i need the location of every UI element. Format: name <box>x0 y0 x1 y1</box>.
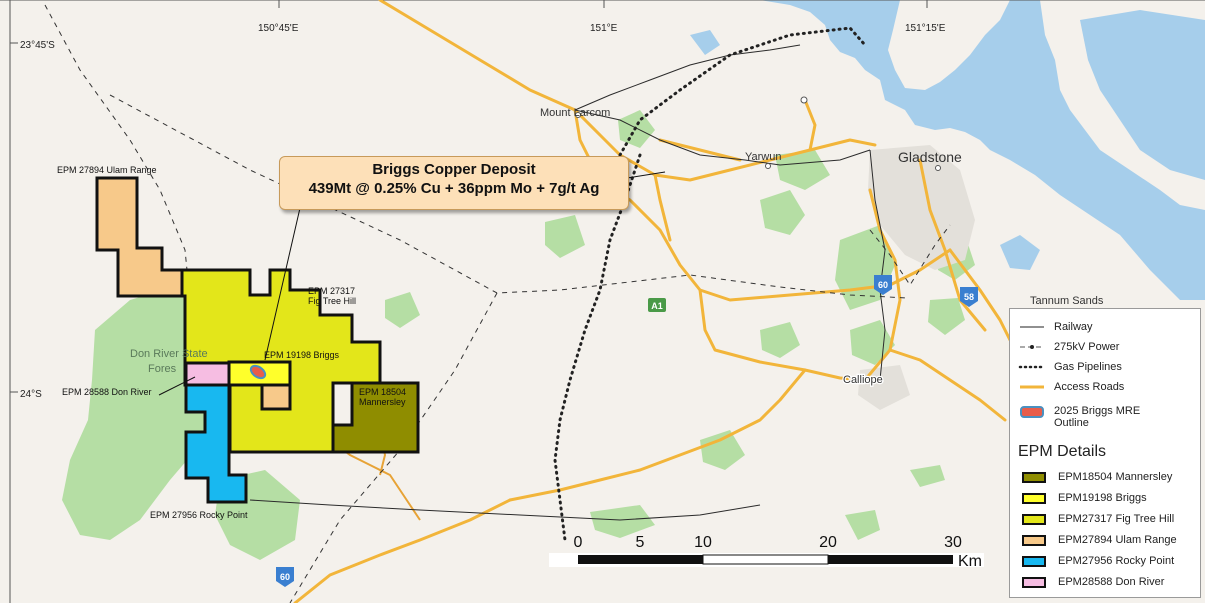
scale-bar: 0 5 10 20 30 Km <box>549 534 984 570</box>
legend-epm-item: EPM18504 Mannersley <box>1018 469 1172 485</box>
epm-swatch-icon <box>1022 534 1046 546</box>
epm-swatch-icon <box>1022 555 1046 567</box>
legend-epm-label: EPM27317 Fig Tree Hill <box>1058 513 1175 525</box>
gas-pipeline-icon <box>1018 365 1046 369</box>
railway-line-icon <box>1020 326 1044 328</box>
label-briggs: EPM 19198 Briggs <box>264 350 340 360</box>
label-fig-tree-1: EPM 27317 <box>308 286 355 296</box>
legend-roads-label: Access Roads <box>1054 381 1125 393</box>
legend-epm-label: EPM18504 Mannersley <box>1058 471 1173 483</box>
railways <box>249 44 886 521</box>
urban-areas <box>858 145 975 410</box>
town-markers <box>575 96 941 171</box>
place-don-river-forest-2: Fores <box>148 363 177 375</box>
legend-epm-label: EPM27894 Ulam Range <box>1058 534 1177 546</box>
tenements <box>95 176 420 504</box>
legend-mre-label-2: Outline <box>1054 417 1089 429</box>
legend-power: 275kV Power <box>1018 339 1119 355</box>
place-tannum-sands: Tannum Sands <box>1030 295 1104 307</box>
legend-mre-label-1: 2025 Briggs MRE <box>1054 405 1141 417</box>
place-labels: Mount Larcom Yarwun Gladstone Tannum San… <box>130 107 1104 387</box>
scale-tick-10: 10 <box>694 534 712 551</box>
shield-60-south-label: 60 <box>280 572 290 582</box>
label-fig-tree-2: Fig Tree Hill <box>308 296 356 306</box>
map-legend: Railway 275kV Power Gas Pipelines Access… <box>1009 308 1201 598</box>
legend-epm-label: EPM19198 Briggs <box>1058 492 1147 504</box>
shield-a1-label: A1 <box>651 301 663 311</box>
shield-58-label: 58 <box>964 292 974 302</box>
legend-gas-label: Gas Pipelines <box>1054 361 1122 373</box>
shield-58-icon: 58 <box>960 287 978 307</box>
legend-epm-item: EPM27956 Rocky Point <box>1018 553 1174 569</box>
legend-epm-label: EPM27956 Rocky Point <box>1058 555 1175 567</box>
label-mannersley-1: EPM 18504 <box>359 387 406 397</box>
place-yarwun: Yarwun <box>745 151 781 163</box>
graticule-labels: 150°45'E 151°E 151°15'E 23°45'S 24°S <box>20 23 946 400</box>
epm-briggs-ulam-patch <box>260 383 292 411</box>
lon-label-3: 151°15'E <box>905 23 946 34</box>
shield-60-south-icon: 60 <box>276 567 294 587</box>
water-bodies <box>690 0 1205 300</box>
power-line-icon <box>1020 345 1044 349</box>
road-line-icon <box>1020 385 1044 389</box>
lat-label-1: 23°45'S <box>20 40 55 51</box>
scale-unit: Km <box>958 553 982 570</box>
callout-grade: 439Mt @ 0.25% Cu + 36ppm Mo + 7g/t Ag <box>308 180 600 197</box>
legend-gas: Gas Pipelines <box>1018 359 1122 375</box>
lat-label-2: 24°S <box>20 389 42 400</box>
legend-epm-label: EPM28588 Don River <box>1058 576 1165 588</box>
label-don-river: EPM 28588 Don River <box>62 387 152 397</box>
leader-lines <box>158 171 666 396</box>
road-shields: A1 60 58 60 <box>276 275 978 587</box>
legend-power-label: 275kV Power <box>1054 341 1120 353</box>
legend-epm-item: EPM19198 Briggs <box>1018 490 1147 506</box>
tenement-labels: EPM 27894 Ulam Range EPM 27317 Fig Tree … <box>57 165 406 520</box>
legend-epm-item: EPM28588 Don River <box>1018 574 1164 590</box>
scale-tick-30: 30 <box>944 534 962 551</box>
epm-mannersley[interactable] <box>331 381 420 454</box>
label-mannersley-2: Mannersley <box>359 397 406 407</box>
place-gladstone: Gladstone <box>898 149 962 165</box>
shield-60-icon: 60 <box>874 275 892 295</box>
epm-swatch-icon <box>1022 471 1046 483</box>
place-mount-larcom: Mount Larcom <box>540 107 610 119</box>
scale-tick-5: 5 <box>636 534 645 551</box>
legend-railway: Railway <box>1018 319 1093 335</box>
scale-tick-0: 0 <box>574 534 583 551</box>
epm-rocky-point[interactable] <box>184 383 248 504</box>
epm-swatch-icon <box>1022 576 1046 588</box>
legend-mre: 2025 Briggs MRE Outline <box>1018 405 1140 433</box>
legend-epm-item: EPM27317 Fig Tree Hill <box>1018 511 1174 527</box>
label-ulam: EPM 27894 Ulam Range <box>57 165 157 175</box>
legend-epm-header: EPM Details <box>1018 443 1107 460</box>
epm-swatch-icon <box>1022 513 1046 525</box>
mre-outline-icon <box>1020 406 1044 418</box>
mre-outline[interactable] <box>249 363 268 380</box>
epm-don-river[interactable] <box>184 361 231 387</box>
shield-a1-icon: A1 <box>648 298 666 312</box>
lon-label-2: 151°E <box>590 23 618 34</box>
lon-label-1: 150°45'E <box>258 23 299 34</box>
scale-tick-20: 20 <box>819 534 837 551</box>
place-calliope-halo: Calliope <box>843 374 883 386</box>
callout-title: Briggs Copper Deposit <box>372 161 536 178</box>
label-rocky-point: EPM 27956 Rocky Point <box>150 510 248 520</box>
epm-swatch-icon <box>1022 492 1046 504</box>
gas-pipelines <box>553 26 867 542</box>
place-don-river-forest-1: Don River State <box>130 348 208 360</box>
place-calliope: Calliope <box>843 374 883 386</box>
legend-railway-label: Railway <box>1054 321 1093 333</box>
deposit-callout: Briggs Copper Deposit 439Mt @ 0.25% Cu +… <box>279 156 629 210</box>
legend-epm-item: EPM27894 Ulam Range <box>1018 532 1177 548</box>
legend-roads: Access Roads <box>1018 379 1124 395</box>
shield-60-label: 60 <box>878 280 888 290</box>
